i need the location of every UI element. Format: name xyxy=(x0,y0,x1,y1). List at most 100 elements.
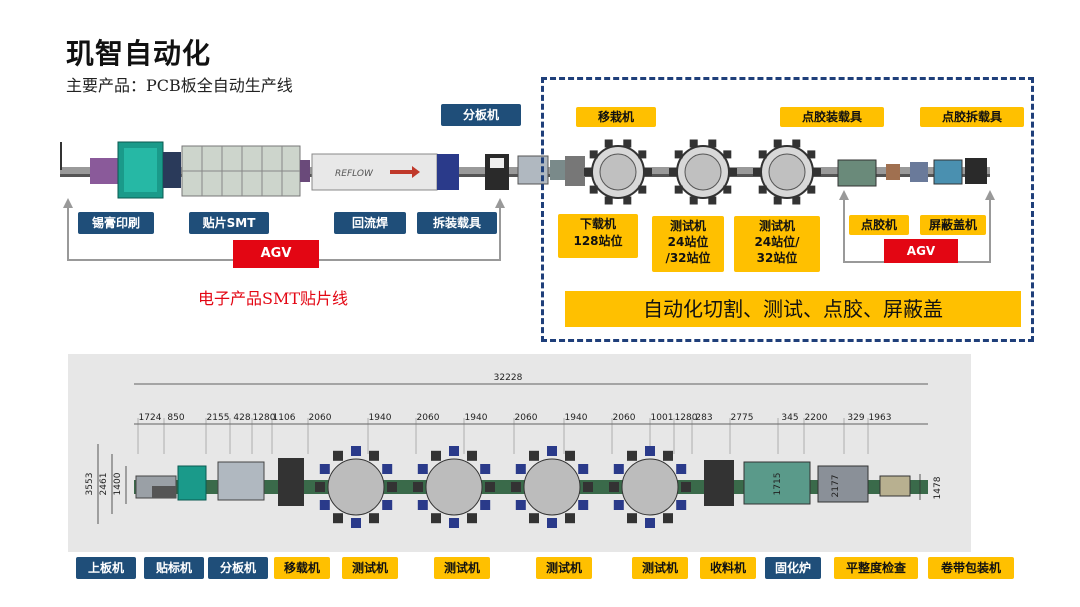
rotary-station xyxy=(708,139,717,148)
bottom-rotary-station xyxy=(369,450,379,461)
bottom-rotary-station xyxy=(333,513,343,524)
rotary-station xyxy=(638,185,647,194)
bottom-rotary-disc xyxy=(327,458,385,516)
rotary-station xyxy=(792,196,801,205)
bottom-rotary-station xyxy=(645,446,655,456)
agv-label-left: AGV xyxy=(233,240,319,268)
rotary-station xyxy=(807,150,816,159)
bottom-rotary-station xyxy=(529,513,539,524)
label-fenbanji: 分板机 xyxy=(441,104,521,126)
label-yizaiji: 移栽机 xyxy=(576,107,656,127)
bottom-rotary-station xyxy=(449,518,459,528)
separator-machine-bottom xyxy=(217,461,265,501)
bottom-rotary-station xyxy=(583,482,593,492)
shield-cover-block xyxy=(910,162,928,182)
bottom-rotary-station xyxy=(467,513,477,524)
segment-dim-text: 850 xyxy=(167,413,184,423)
bottom-rotary-station xyxy=(565,513,575,524)
shield-cover-machine xyxy=(933,159,963,185)
bottom-rotary-station xyxy=(449,446,459,456)
rotary-station xyxy=(623,139,632,148)
glue-dispenser xyxy=(886,164,900,180)
label-dianjiao-chaizaiju: 点胶拆载具 xyxy=(920,107,1024,127)
rotary-station xyxy=(689,139,698,148)
segment-dim-text: 1940 xyxy=(565,413,588,423)
bottom-rotary-disc xyxy=(523,458,581,516)
bottom-rotary-station xyxy=(485,482,495,492)
curing-oven xyxy=(743,461,811,505)
total-dim-text: 32228 xyxy=(494,373,523,383)
bottom-rotary-station xyxy=(663,513,673,524)
bottom-label: 平整度检查 xyxy=(834,557,918,579)
bottom-rotary-station xyxy=(431,513,441,524)
bottom-rotary-station xyxy=(351,446,361,456)
segment-dim-text: 2060 xyxy=(309,413,332,423)
bottom-rotary-station xyxy=(578,500,589,510)
label-dianjiaoji: 点胶机 xyxy=(849,215,909,235)
page-subtitle: 主要产品：PCB板全自动生产线 xyxy=(66,76,293,95)
box-dim-1478: 1478 xyxy=(933,476,943,499)
label-ceshiji-1: 测试机 24站位 /32站位 xyxy=(652,216,724,272)
label-ceshiji-1-line2: 24站位 xyxy=(667,235,709,249)
rotary-station xyxy=(674,185,683,194)
bottom-rotary-station xyxy=(369,513,379,524)
label-pingbigaiji: 屏蔽盖机 xyxy=(920,215,986,235)
glue-load-machine xyxy=(837,159,877,187)
bottom-rotary-station xyxy=(645,518,655,528)
rotary-station xyxy=(773,196,782,205)
vdim-3553: 3553 xyxy=(85,473,95,496)
rotary-station xyxy=(669,168,677,176)
bottom-rotary-machines xyxy=(315,446,691,528)
label-chaizhuang-zaiju: 拆装载具 xyxy=(417,212,497,234)
rotary-station xyxy=(644,168,652,176)
segment-dim-text: 2155 xyxy=(207,413,230,423)
bottom-rotary-station xyxy=(480,464,491,474)
bottom-rotary-station xyxy=(676,464,687,474)
reflow-direction-arrow xyxy=(390,166,420,178)
rotary-station xyxy=(729,168,737,176)
segment-dim-text: 1106 xyxy=(273,413,296,423)
smt-line-caption: 电子产品SMT贴片线 xyxy=(198,289,349,308)
label-dianjiao-zhuangzaiju: 点胶装载具 xyxy=(780,107,884,127)
rotary-station xyxy=(589,185,598,194)
transfer-machine xyxy=(565,156,585,186)
rotary-station xyxy=(773,139,782,148)
feeder-block xyxy=(90,158,120,184)
tape-packer-machine xyxy=(879,475,911,497)
segment-dim-text: 1963 xyxy=(869,413,892,423)
bottom-rotary-station xyxy=(613,464,624,474)
vdim-2461: 2461 xyxy=(99,473,109,496)
segment-dim-text: 428 xyxy=(233,413,250,423)
rotary-station xyxy=(584,168,592,176)
bottom-rotary-station xyxy=(681,482,691,492)
label-tiepian-smt: 贴片SMT xyxy=(189,212,269,234)
segment-dim-text: 345 xyxy=(781,413,798,423)
segment-dim-text: 1280 xyxy=(253,413,276,423)
page-title: 玑智自动化 xyxy=(66,37,212,70)
segment-dim-text: 1724 xyxy=(139,413,162,423)
label-ceshiji-2: 测试机 24站位/ 32站位 xyxy=(734,216,820,272)
rotary-station xyxy=(758,185,767,194)
bottom-label: 卷带包装机 xyxy=(928,557,1014,579)
bottom-label: 上板机 xyxy=(76,557,136,579)
bottom-rotary-station xyxy=(565,450,575,461)
bottom-rotary-station xyxy=(413,482,423,492)
bottom-label: 移载机 xyxy=(274,557,330,579)
label-xiazaiji-line2: 128站位 xyxy=(573,234,623,248)
box-dim-1715: 1715 xyxy=(773,473,783,496)
bottom-rotary-station xyxy=(315,482,325,492)
flatness-check-machine xyxy=(817,465,869,503)
segment-dim-text: 1940 xyxy=(369,413,392,423)
bottom-rotary-station xyxy=(663,450,673,461)
bottom-rotary-station xyxy=(333,450,343,461)
glue-unload-machine xyxy=(965,158,987,184)
bottom-rotary-disc xyxy=(621,458,679,516)
printer-tail xyxy=(163,152,181,188)
top-line-drawing: REFLOW xyxy=(60,139,995,263)
rotary-station xyxy=(753,168,761,176)
rotary-station xyxy=(708,196,717,205)
bottom-rotary-station xyxy=(431,450,441,461)
label-huiliuhan: 回流焊 xyxy=(334,212,406,234)
label-xiazaiji: 下载机 128站位 xyxy=(558,214,638,258)
reflow-oven-text: REFLOW xyxy=(335,169,374,179)
